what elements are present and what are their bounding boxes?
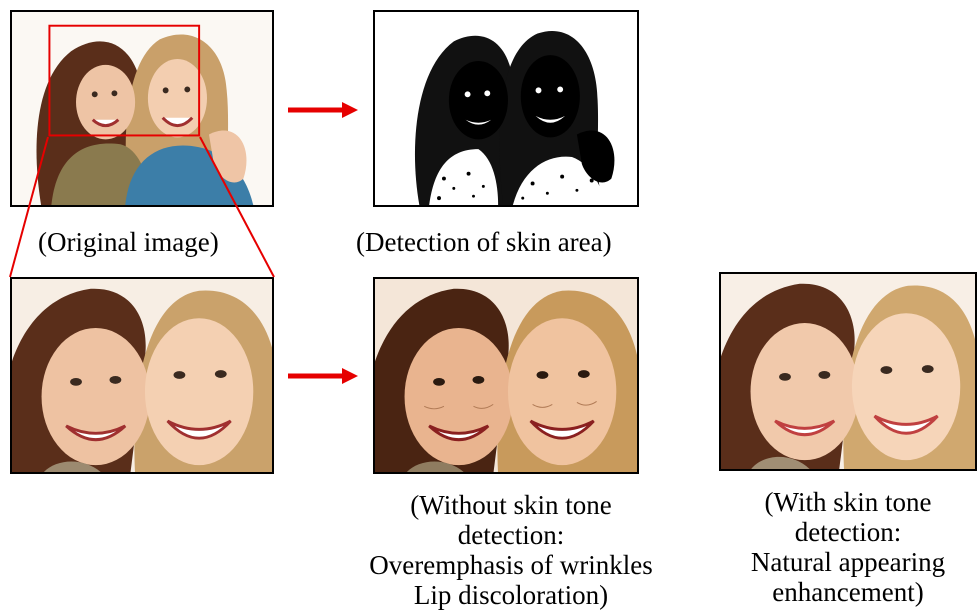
caption-original: (Original image) (38, 227, 219, 257)
caption-line: detection: (728, 517, 968, 547)
caption-line: enhancement) (728, 577, 968, 607)
original-image (10, 10, 274, 207)
skin-detection-image (373, 10, 639, 207)
without-skin-tone-image (373, 277, 639, 474)
caption-line: detection: (366, 520, 656, 550)
with-skin-tone-image (719, 272, 977, 471)
zoomed-original-image (10, 277, 274, 474)
caption-line: (Without skin tone (366, 490, 656, 520)
caption-line: Lip discoloration) (366, 580, 656, 610)
caption-detection: (Detection of skin area) (356, 227, 612, 257)
arrow-right-icon (288, 368, 358, 384)
caption-line: Natural appearing (728, 547, 968, 577)
caption-without-skin-tone: (Without skin tone detection: Overemphas… (366, 490, 656, 610)
caption-line: Overemphasis of wrinkles (366, 550, 656, 580)
caption-line: (With skin tone (728, 487, 968, 517)
caption-with-skin-tone: (With skin tone detection: Natural appea… (728, 487, 968, 607)
arrow-right-icon (288, 102, 358, 118)
